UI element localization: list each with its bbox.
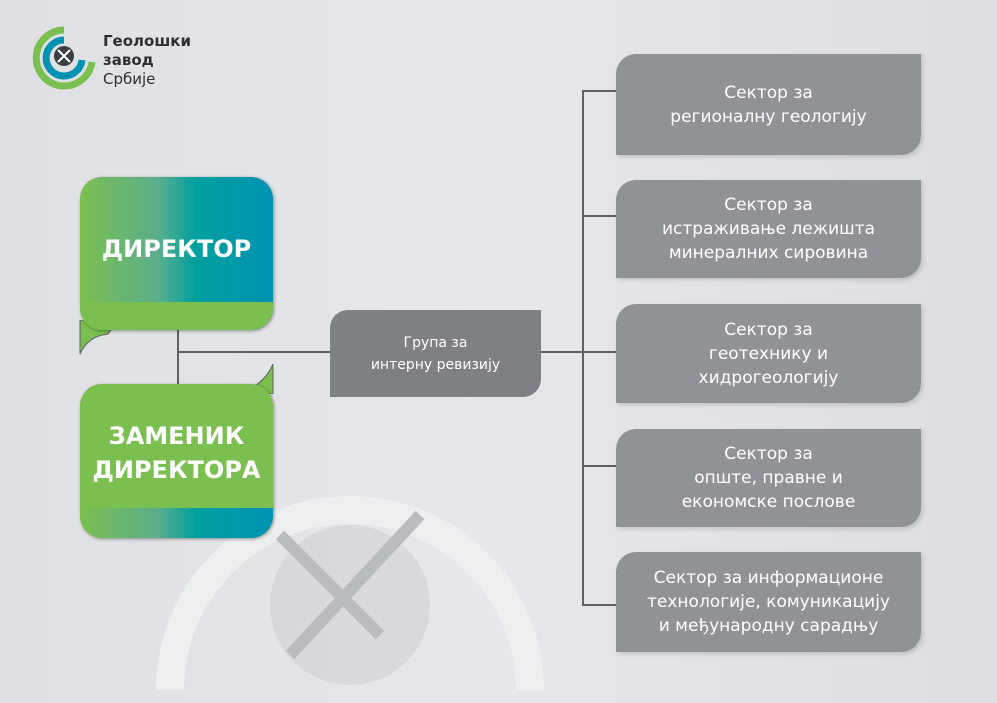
sector-label-line: Сектор за информационе <box>653 568 884 588</box>
watermark-logo-icon <box>156 496 544 691</box>
logo-line-3: Србије <box>103 70 156 88</box>
sector-label-line: Сектор за <box>724 319 813 340</box>
connector <box>541 351 616 353</box>
deputy-label-line-2: ДИРЕКТОРА <box>92 456 261 484</box>
deputy-label-line-1: ЗАМЕНИК <box>108 422 245 450</box>
sector-regional-geology[interactable]: Сектор за регионалну геологију <box>616 54 921 155</box>
connector <box>582 90 584 606</box>
sector-label-line: опште, правне и <box>694 468 843 488</box>
internal-audit-group-box[interactable]: Група за интерну ревизију <box>330 310 541 397</box>
sector-label-line: истраживање лежишта <box>661 219 875 239</box>
director-label: ДИРЕКТОР <box>101 234 252 263</box>
sector-label-line: Сектор за <box>724 82 813 103</box>
sector-label-line: економске послове <box>681 492 856 512</box>
sector-label-line: технологије, комуникацију <box>647 592 890 612</box>
logo-line-2: завод <box>103 51 154 69</box>
connector <box>582 604 616 606</box>
logo-icon <box>32 26 96 90</box>
sector-general-legal-economic[interactable]: Сектор за опште, правне и економске посл… <box>616 429 921 527</box>
sector-label-line: хидрогеологију <box>698 367 839 388</box>
connector <box>582 90 616 92</box>
group-label-line-1: Група за <box>403 334 468 351</box>
logo <box>32 26 102 90</box>
sector-mineral-exploration[interactable]: Сектор за истраживање лежишта минералних… <box>616 180 921 278</box>
sector-label-line: регионалну геологију <box>670 106 867 127</box>
connector <box>177 330 179 384</box>
connector <box>582 465 616 467</box>
sector-label-line: геотехнику и <box>708 343 829 364</box>
sector-label-line: и међународну сарадњу <box>658 616 879 636</box>
sector-it-communication[interactable]: Сектор за информационе технологије, кому… <box>616 552 921 652</box>
sector-label-line: Сектор за <box>724 195 813 215</box>
logo-line-1: Геолошки <box>103 32 191 50</box>
connector <box>582 215 616 217</box>
sector-geotechnics-hydrogeology[interactable]: Сектор за геотехнику и хидрогеологију <box>616 304 921 403</box>
connector <box>178 351 330 353</box>
sector-label-line: Сектор за <box>724 444 813 464</box>
group-label-line-2: интерну ревизију <box>370 356 501 373</box>
logo-text: Геолошки завод Србије <box>103 32 191 89</box>
director-box[interactable]: ДИРЕКТОР <box>80 177 273 330</box>
deputy-director-box[interactable]: ЗАМЕНИК ДИРЕКТОРА <box>80 384 273 538</box>
sector-label-line: минералних сировина <box>668 243 869 263</box>
